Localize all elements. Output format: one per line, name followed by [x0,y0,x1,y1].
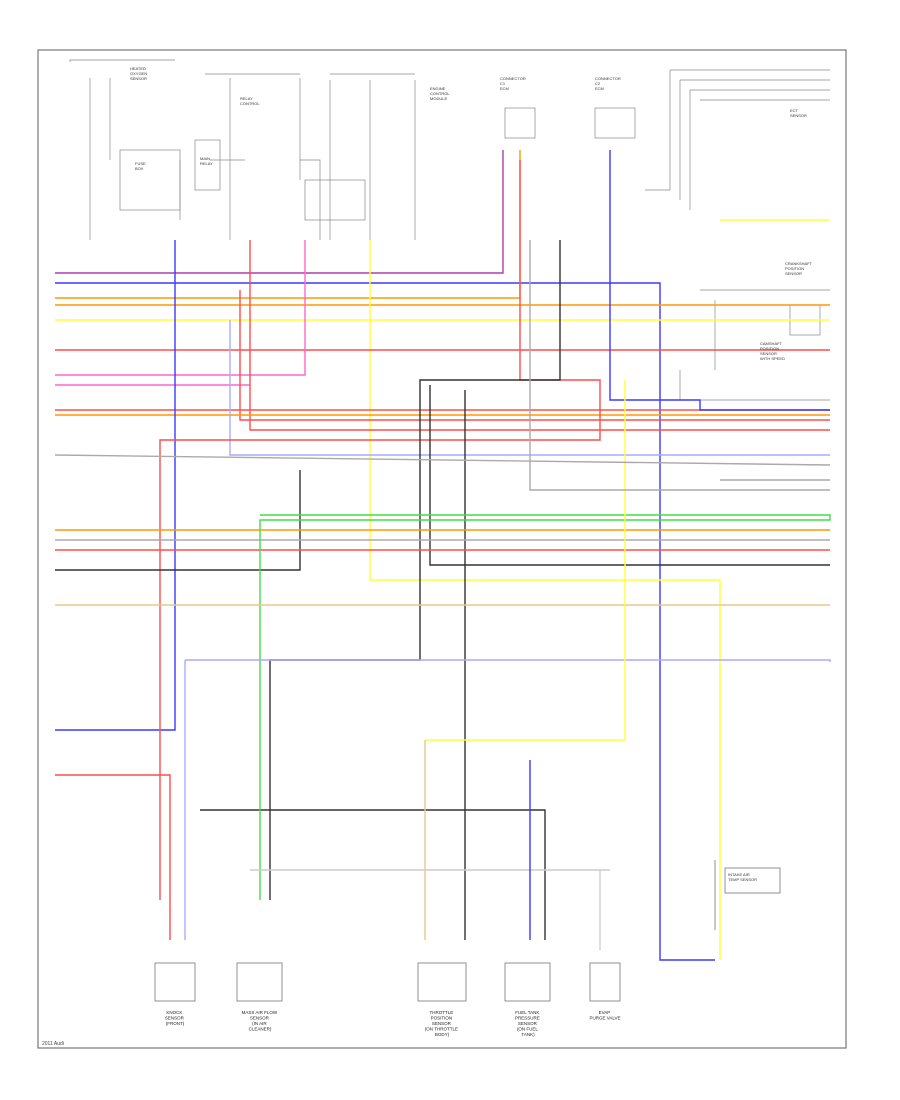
label-top-left: HEATED OXYGEN SENSOR [130,66,148,81]
sensor-box-1 [154,962,196,1002]
sensor-box-right [724,867,781,894]
wire-purple [55,150,504,274]
label-ecm: ENGINE CONTROL MODULE [430,86,451,101]
wire-orange-1 [55,150,521,299]
label-bottom-3: THROTTLE POSITION SENSOR (ON THROTTLE BO… [425,1010,459,1037]
wire-ltblue-1 [229,320,830,456]
footer-label: 2011 Audi [42,1041,64,1047]
wire-black-3 [429,385,830,566]
wire-gray-6 [54,454,831,466]
label-bottom-5: EVAP PURGE VALVE [589,1010,620,1021]
bottom-components [154,860,781,1002]
wire-yellow-4 [425,380,626,741]
label-relay-1: RELAY CONTROL [240,96,260,106]
label-bottom-1: KNOCK SENSOR (FRONT) [165,1010,185,1026]
wire-red-5 [159,160,601,900]
wire-blue-1 [55,282,715,961]
wire-blue-2 [55,240,176,731]
sensor-box-3 [417,962,467,1002]
label-bottom-2: MASS AIR FLOW SENSOR (IN AIR CLEANER) [242,1010,279,1032]
wire-green-1 [259,514,831,900]
label-fuse-box: FUSE BOX [135,161,147,171]
sensor-box-5 [589,962,621,1002]
wire-red-7 [55,774,171,940]
wire-black-4 [200,809,546,940]
wire-red-2 [249,240,830,431]
wire-pink-1 [55,240,306,376]
label-sensor-bottom-right: INTAKE AIR TEMP SENSOR [728,872,757,882]
wire-black-2 [55,470,301,571]
top-components [69,59,830,401]
sensor-box-2 [236,962,283,1002]
wire-blue-3 [609,150,830,411]
label-right-module: CRANKSHAFT POSITION SENSOR [785,261,813,276]
wire-gray-2 [529,240,830,491]
label-bottom-4: FUEL TANK PRESSURE SENSOR (ON FUEL TANK) [515,1010,541,1037]
wire-ltblue-2 [185,659,831,662]
wire-runs [54,150,831,961]
label-connector-c1: CONNECTOR C1 ECM [500,76,527,91]
label-group: HEATED OXYGEN SENSOR FUSE BOX RELAY CONT… [42,66,813,1047]
diagram-frame [37,49,847,1049]
wire-red-3 [239,290,830,421]
label-connector-c2: CONNECTOR C2 ECM [595,76,622,91]
label-right-module-2: CAMSHAFT POSITION SENSOR WITH SPEED [760,341,785,361]
sensor-box-4 [504,962,551,1002]
wire-black-1 [269,240,561,900]
label-right-small: ECT SENSOR [790,108,807,118]
label-relay-2: MAIN RELAY [200,156,213,166]
